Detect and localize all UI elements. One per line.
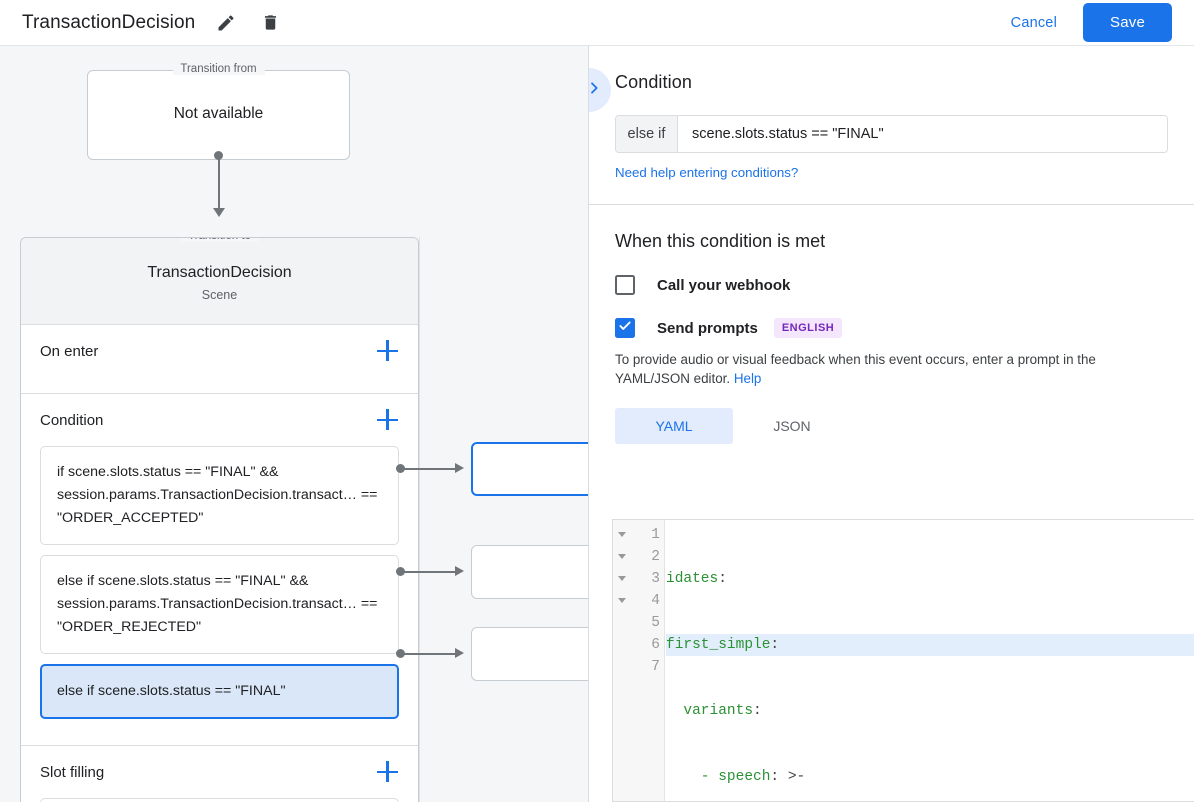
tab-yaml[interactable]: YAML — [615, 408, 733, 444]
fold-arrow-icon-3[interactable] — [618, 576, 626, 581]
send-prompts-checkbox[interactable] — [615, 318, 635, 338]
editor-format-tabs: YAML JSON — [615, 408, 1168, 444]
section-title-slot-filling: Slot filling — [40, 763, 105, 781]
code-key-4: - speech — [666, 769, 771, 785]
line-number: 1 — [651, 527, 660, 543]
delete-button[interactable] — [257, 10, 283, 36]
prompts-help-link[interactable]: Help — [733, 371, 762, 386]
connector-line-condition-1 — [400, 468, 457, 470]
scene-card-header: Transition to TransactionDecision Scene — [21, 238, 418, 325]
top-bar: TransactionDecision Cancel Save — [0, 0, 1194, 46]
condition-section: Condition else if Need help entering con… — [589, 46, 1194, 205]
line-number: 2 — [651, 549, 660, 565]
section-title-on-enter: On enter — [40, 342, 99, 360]
editor-fold-column — [613, 520, 635, 801]
condition-card-1[interactable]: if scene.slots.status == "FINAL" && sess… — [40, 446, 399, 545]
code-key-2: first_simple — [666, 637, 771, 653]
connector-line-condition-2 — [400, 571, 457, 573]
prompts-helper-text: To provide audio or visual feedback when… — [615, 350, 1168, 388]
slot-validation-card[interactable]: Slot validation — [40, 798, 399, 802]
connector-dot-from — [214, 151, 223, 160]
connector-line-vertical — [218, 156, 220, 212]
save-button[interactable]: Save — [1083, 3, 1172, 42]
code-rest-1: : — [718, 571, 727, 587]
line-number: 6 — [651, 637, 660, 653]
yaml-editor[interactable]: 1 2 3 4 5 6 7 idates: first_simple: vari… — [612, 519, 1194, 802]
language-badge: ENGLISH — [773, 318, 843, 338]
condition-prefix-label: else if — [616, 116, 678, 152]
line-number: 4 — [651, 593, 660, 609]
transition-to-legend: Transition to — [180, 238, 259, 242]
transition-from-legend: Transition from — [172, 63, 265, 75]
panel-expand-button[interactable] — [589, 68, 611, 112]
call-webhook-checkbox[interactable] — [615, 275, 635, 295]
code-key-3: variants — [666, 703, 754, 719]
code-key-1: idates — [666, 571, 719, 587]
code-line-4: - speech: >- — [666, 766, 1194, 788]
connector-arrowhead-condition-1 — [455, 463, 464, 473]
add-condition-button[interactable] — [377, 409, 399, 431]
page-title: TransactionDecision — [22, 11, 196, 33]
section-on-enter: On enter — [21, 325, 418, 394]
editor-active-line-highlight — [666, 634, 1194, 656]
line-number: 7 — [651, 659, 660, 675]
code-line-1: idates: — [666, 568, 1194, 590]
fold-arrow-icon-2[interactable] — [618, 554, 626, 559]
add-on-enter-button[interactable] — [377, 340, 399, 362]
code-rest-3: : — [753, 703, 762, 719]
tab-json[interactable]: JSON — [773, 418, 811, 434]
when-condition-met-section: When this condition is met Call your web… — [589, 205, 1194, 444]
transition-from-value: Not available — [173, 105, 264, 122]
editor-code-area[interactable]: idates: first_simple: variants: - speech… — [666, 520, 1194, 801]
code-rest-4: : >- — [770, 769, 806, 785]
cancel-button[interactable]: Cancel — [997, 6, 1071, 40]
line-number: 5 — [651, 615, 660, 631]
condition-card-2[interactable]: else if scene.slots.status == "FINAL" &&… — [40, 555, 399, 654]
connector-arrowhead-condition-3 — [455, 648, 464, 658]
code-line-2: first_simple: — [666, 634, 1194, 656]
connector-arrowhead-down — [212, 208, 225, 217]
condition-expression-input[interactable] — [678, 116, 1167, 152]
call-webhook-label: Call your webhook — [657, 276, 791, 294]
fold-arrow-icon-1[interactable] — [618, 532, 626, 537]
scene-card: Transition to TransactionDecision Scene … — [20, 237, 419, 802]
prompts-helper-sentence: To provide audio or visual feedback when… — [615, 352, 1096, 386]
fold-arrow-icon-4[interactable] — [618, 598, 626, 603]
condition-card-3[interactable]: else if scene.slots.status == "FINAL" — [40, 664, 399, 719]
section-title-condition: Condition — [40, 411, 104, 429]
canvas-guide-line — [419, 237, 420, 802]
editor-line-numbers: 1 2 3 4 5 6 7 — [635, 520, 665, 801]
line-number: 3 — [651, 571, 660, 587]
trash-icon — [261, 13, 280, 32]
transition-from-node[interactable]: Transition from Not available — [87, 63, 350, 160]
send-prompts-label: Send prompts — [657, 319, 758, 337]
scene-name: TransactionDecision — [147, 264, 292, 281]
connector-arrowhead-condition-2 — [455, 566, 464, 576]
webhook-row[interactable]: Call your webhook — [615, 275, 1168, 295]
send-prompts-row[interactable]: Send prompts ENGLISH — [615, 318, 1168, 338]
condition-help-link[interactable]: Need help entering conditions? — [615, 165, 799, 180]
scene-type: Scene — [201, 288, 238, 302]
code-line-3: variants: — [666, 700, 1194, 722]
checkmark-icon — [618, 319, 632, 338]
code-rest-2: : — [770, 637, 780, 653]
edit-button[interactable] — [213, 10, 239, 36]
section-slot-filling: Slot filling Slot validation — [21, 746, 418, 802]
condition-heading: Condition — [615, 72, 692, 92]
connector-line-condition-3 — [400, 653, 457, 655]
pencil-icon — [216, 13, 236, 33]
section-condition: Condition if scene.slots.status == "FINA… — [21, 394, 418, 746]
condition-input-row[interactable]: else if — [615, 115, 1168, 153]
chevron-right-icon — [589, 80, 602, 101]
add-slot-filling-button[interactable] — [377, 761, 399, 783]
when-condition-met-heading: When this condition is met — [615, 231, 826, 251]
